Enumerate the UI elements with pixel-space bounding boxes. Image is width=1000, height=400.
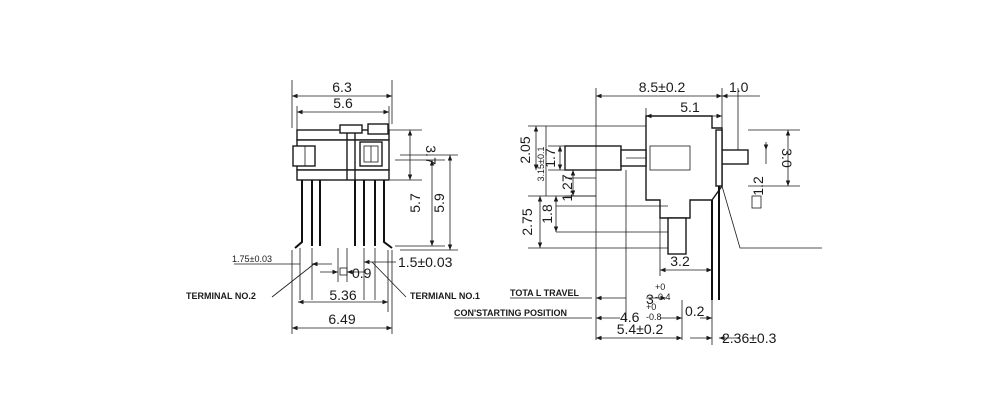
label-5-1: 5.1: [680, 99, 700, 115]
dim-5-1: 5.1: [645, 99, 722, 119]
dim-1-5: 1.5±0.03: [363, 248, 453, 300]
dim-1-2: 1.2: [750, 142, 769, 209]
dim-starting-position: CON'STARTING POSITION 4.6 +0 -0.8: [454, 302, 682, 325]
starting-tol-lower: -0.8: [646, 312, 662, 322]
dim-5-36: 5.36: [298, 250, 389, 312]
label-8-5: 8.5±0.2: [639, 79, 686, 95]
front-view-body: [292, 123, 390, 181]
label-1-2: 1.2: [750, 176, 766, 196]
total-travel-tol-lower: -0.4: [655, 292, 671, 302]
dim-0-2: 0.2: [681, 300, 712, 340]
dim-5-9: 5.9: [400, 154, 458, 251]
dim-1-27: 1.27: [559, 170, 596, 202]
terminal-1-callout: TERMIANL NO.1: [371, 261, 480, 301]
label-3-0: 3.0: [779, 148, 795, 168]
label-5-4: 5.4±0.2: [617, 321, 664, 337]
dim-5-7: 5.7: [395, 159, 445, 247]
starting-tol-upper: +0: [646, 302, 656, 312]
total-travel-value: 3: [646, 291, 654, 307]
label-1-5: 1.5±0.03: [398, 254, 453, 270]
label-2-36: 2.36±0.3: [722, 330, 777, 346]
label-2-05: 2.05: [517, 136, 533, 163]
terminal-2-label: TERMINAL NO.2: [186, 291, 256, 301]
label-1-8: 1.8: [539, 204, 555, 224]
side-view-body: [564, 115, 822, 300]
label-6-49: 6.49: [328, 311, 355, 327]
label-3-2: 3.2: [670, 253, 690, 269]
label-5-6: 5.6: [333, 95, 353, 111]
dim-6-3: 6.3: [291, 79, 393, 128]
dim-1-0: 1.0: [722, 79, 760, 150]
label-5-36: 5.36: [329, 287, 356, 303]
dim-6-49: 6.49: [291, 250, 393, 334]
side-view: 8.5±0.2 1.0 5.1 2.05 1.7: [454, 79, 822, 346]
dim-2-75: 2.75: [519, 195, 668, 249]
front-view: 6.3 5.6 3.7 5.7 5.9: [186, 79, 480, 334]
total-travel-label: TOTA L TRAVEL: [510, 288, 580, 298]
label-0-2: 0.2: [685, 303, 705, 319]
label-1-27: 1.27: [559, 174, 575, 201]
total-travel-tol-upper: +0: [655, 282, 665, 292]
dim-0-9: 0.9: [320, 248, 372, 282]
dim-total-travel: TOTA L TRAVEL 3 +0 -0.4: [510, 170, 671, 322]
dim-3-2: 3.2: [659, 218, 713, 276]
dim-1-75: 1.75±0.03: [232, 248, 332, 300]
starting-position-value: 4.6: [620, 309, 640, 325]
label-1-0: 1.0: [729, 79, 749, 95]
dim-2-36: 2.36±0.3: [690, 300, 777, 346]
terminal-1-label: TERMIANL NO.1: [410, 291, 480, 301]
starting-position-label: CON'STARTING POSITION: [454, 308, 567, 318]
dim-5-6: 5.6: [296, 95, 390, 130]
label-3-15: 3.15±0.1: [536, 147, 546, 182]
dim-1-8: 1.8: [539, 196, 668, 233]
front-view-legs: [294, 180, 393, 249]
label-1-75: 1.75±0.03: [232, 254, 272, 264]
dim-5-4: 5.4±0.2: [596, 321, 682, 341]
terminal-2-callout: TERMINAL NO.2: [186, 263, 315, 301]
label-5-7: 5.7: [407, 193, 423, 213]
dim-3-15: 3.15±0.1: [536, 126, 547, 196]
label-2-75: 2.75: [519, 208, 535, 235]
dim-2-05: 2.05: [517, 125, 646, 170]
label-5-9: 5.9: [431, 193, 447, 213]
label-6-3: 6.3: [332, 79, 352, 95]
label-0-9: 0.9: [352, 265, 372, 281]
dim-3-0: 3.0: [748, 129, 800, 187]
